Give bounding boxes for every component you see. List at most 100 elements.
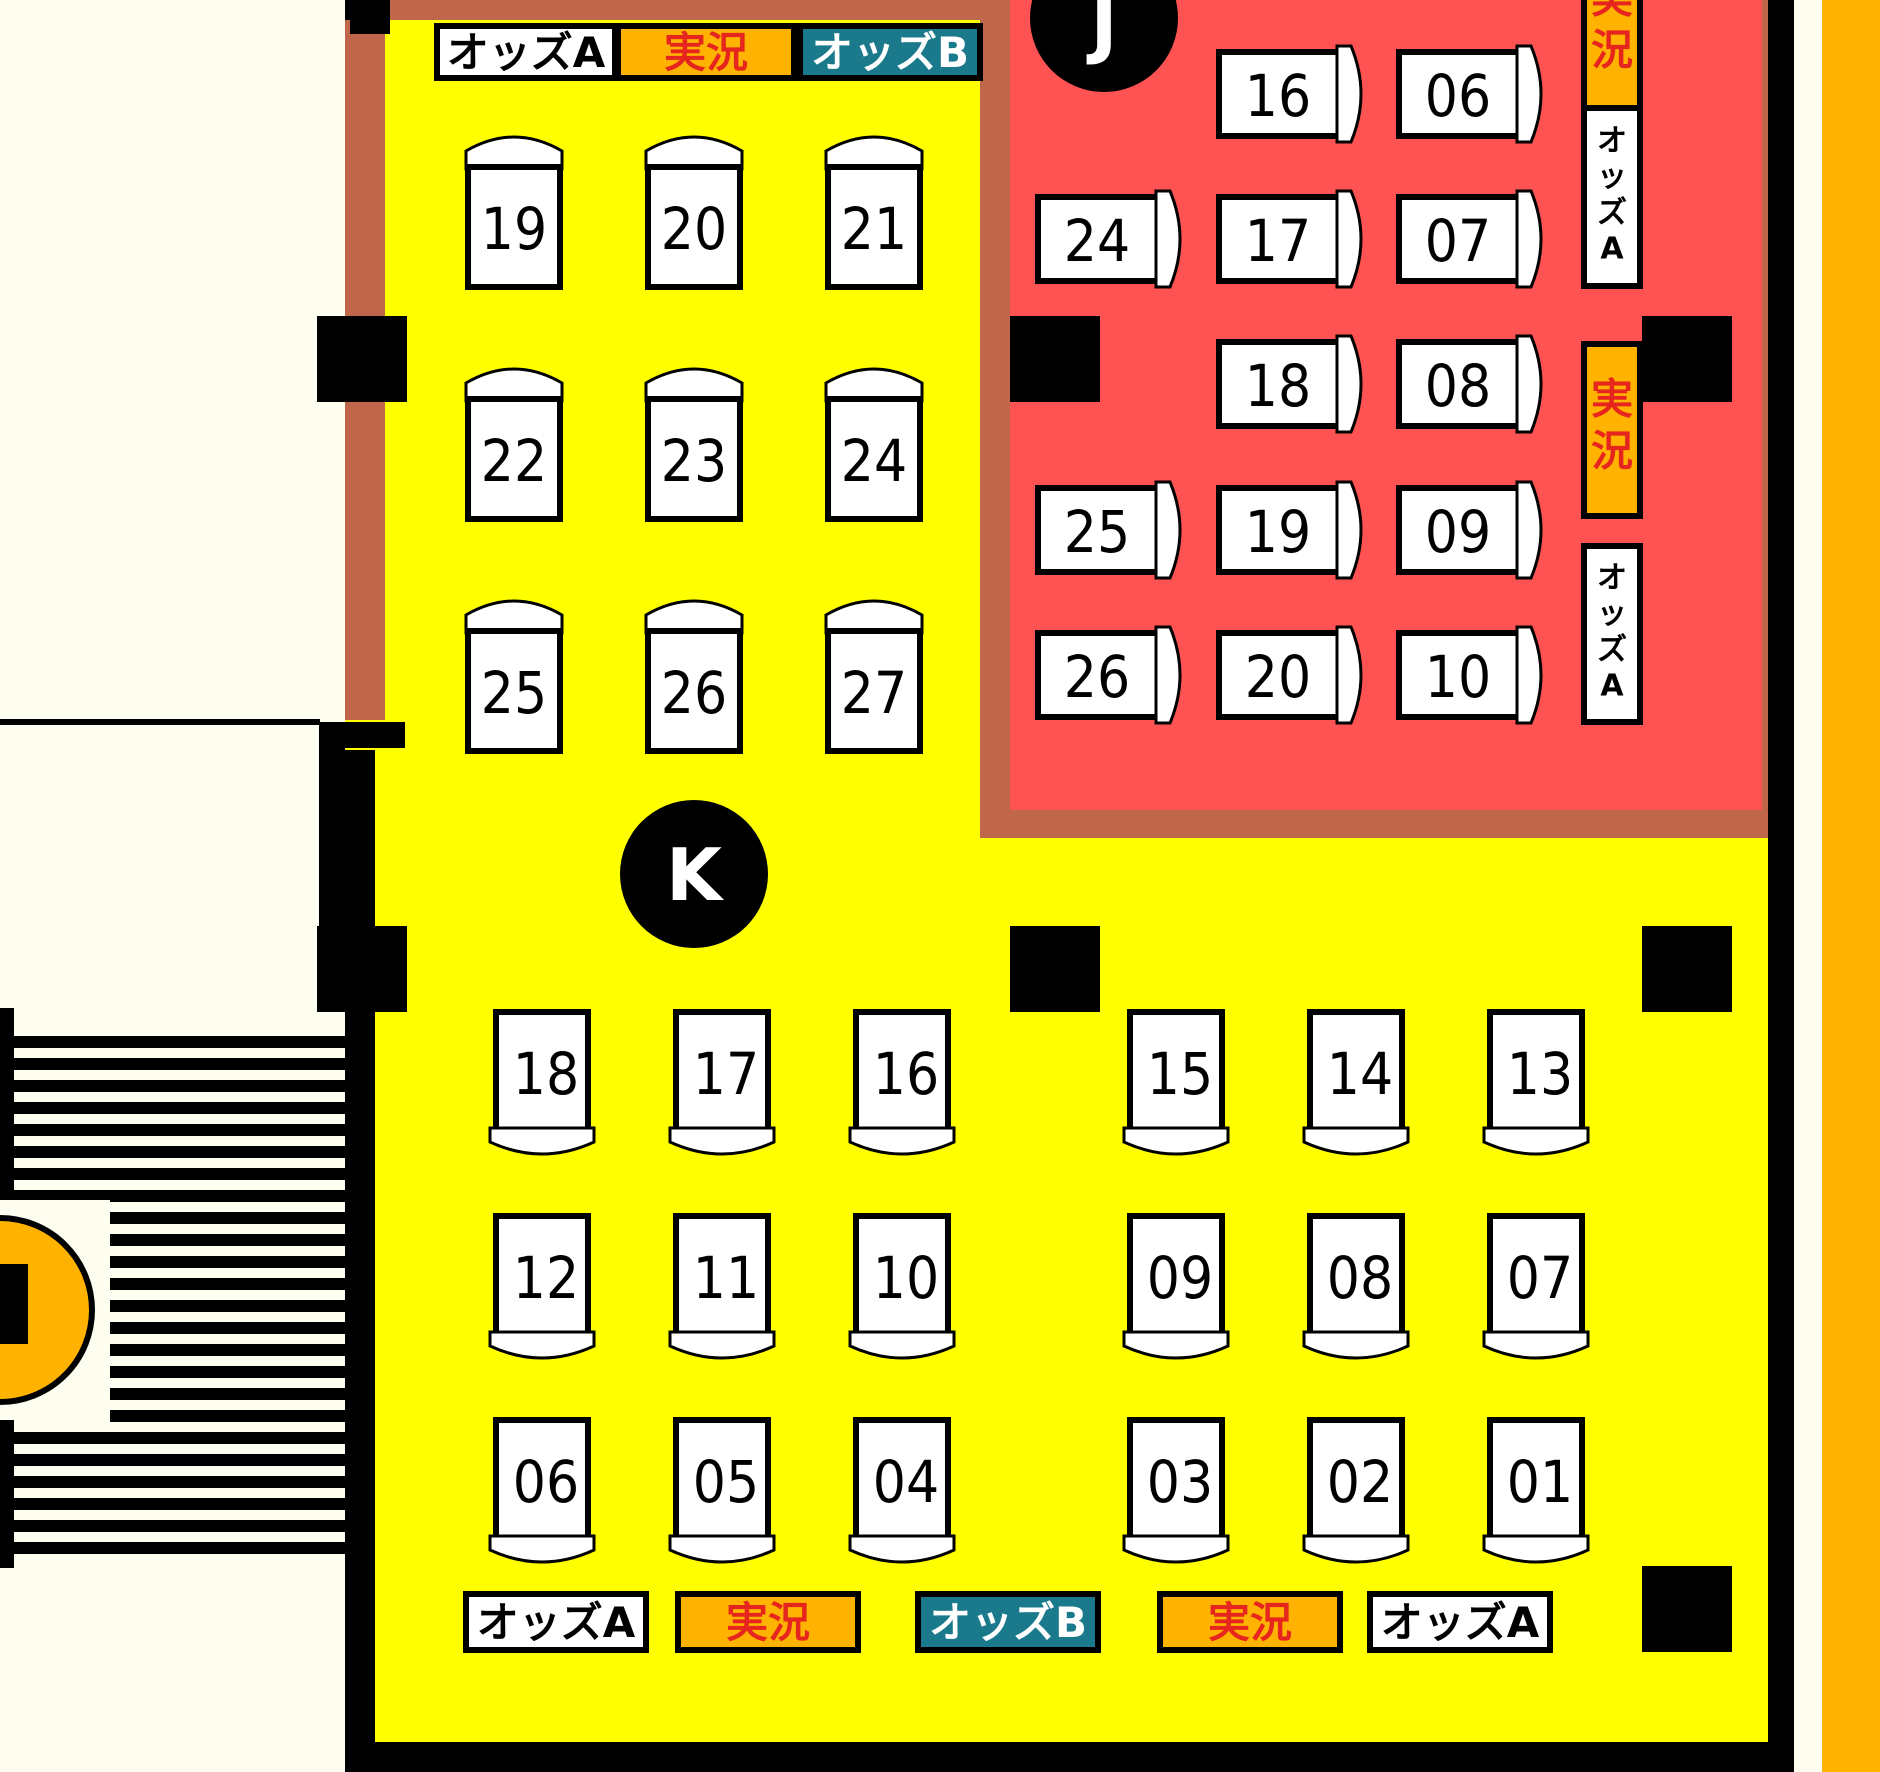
seat[interactable]: 09 (1396, 480, 1543, 580)
seat-number: 08 (1425, 352, 1491, 420)
stair-step (110, 1388, 345, 1400)
stair-step (110, 1234, 345, 1246)
chair-back (848, 1534, 956, 1564)
seat[interactable]: 08 (1302, 1213, 1410, 1360)
seat[interactable]: 13 (1482, 1009, 1590, 1156)
chair-back (1335, 480, 1363, 580)
stair-step (110, 1410, 345, 1422)
seat[interactable]: 08 (1396, 334, 1543, 434)
seat[interactable]: 01 (1482, 1417, 1590, 1564)
seat-number: 21 (841, 195, 907, 263)
seat-desk (1307, 1213, 1405, 1339)
seat-desk (465, 628, 563, 754)
odds-a-sign: オッズA (1367, 1591, 1553, 1653)
chair-back (1302, 1126, 1410, 1156)
seat[interactable]: 26 (644, 599, 744, 754)
right-orange-strip (1822, 0, 1880, 1772)
seat[interactable]: 16 (1216, 44, 1363, 144)
seat-desk (1127, 1213, 1225, 1339)
seat-number: 14 (1327, 1040, 1393, 1108)
seat-desk (1487, 1417, 1585, 1543)
seat[interactable]: 05 (668, 1417, 776, 1564)
seat[interactable]: 10 (848, 1213, 956, 1360)
zone-k-label: K (666, 833, 724, 917)
seat-number: 07 (1507, 1244, 1573, 1312)
seat[interactable]: 18 (1216, 334, 1363, 434)
seat[interactable]: 06 (1396, 44, 1543, 144)
seat[interactable]: 12 (488, 1213, 596, 1360)
chair-back (824, 135, 924, 171)
seat[interactable]: 16 (848, 1009, 956, 1156)
seat-desk (825, 396, 923, 522)
seat-number: 22 (481, 427, 547, 495)
seat[interactable]: 10 (1396, 625, 1543, 725)
chair-back (1122, 1126, 1230, 1156)
seat[interactable]: 11 (668, 1213, 776, 1360)
stair-step (14, 1432, 345, 1444)
chair-back (1122, 1330, 1230, 1360)
seat[interactable]: 07 (1482, 1213, 1590, 1360)
seat-number: 01 (1507, 1448, 1573, 1516)
seat-number: 17 (693, 1040, 759, 1108)
seat[interactable]: 24 (1035, 189, 1182, 289)
seat-desk (1216, 339, 1344, 429)
seat-number: 15 (1147, 1040, 1213, 1108)
seat-desk (493, 1009, 591, 1135)
chair-back (488, 1534, 596, 1564)
seat[interactable]: 20 (644, 135, 744, 290)
pillar (1010, 316, 1100, 402)
chair-back (1154, 480, 1182, 580)
seat-number: 20 (661, 195, 727, 263)
seat-number: 19 (1245, 498, 1311, 566)
seat[interactable]: 19 (464, 135, 564, 290)
seat-number: 25 (1064, 498, 1130, 566)
seat[interactable]: 20 (1216, 625, 1363, 725)
seat-number: 24 (841, 427, 907, 495)
seat-desk (853, 1213, 951, 1339)
seat-number: 23 (661, 427, 727, 495)
stair-step (110, 1278, 345, 1290)
seat-number: 09 (1147, 1244, 1213, 1312)
seat-desk (1487, 1213, 1585, 1339)
seat[interactable]: 17 (668, 1009, 776, 1156)
pillar (350, 0, 390, 34)
brown-border-top (385, 0, 985, 20)
seat[interactable]: 09 (1122, 1213, 1230, 1360)
seat[interactable]: 23 (644, 367, 744, 522)
seat[interactable]: 02 (1302, 1417, 1410, 1564)
seat[interactable]: 26 (1035, 625, 1182, 725)
seat[interactable]: 06 (488, 1417, 596, 1564)
seat-number: 18 (513, 1040, 579, 1108)
live-sign: 実況 (615, 23, 797, 81)
seat[interactable]: 15 (1122, 1009, 1230, 1156)
staircase (14, 1036, 345, 1554)
seat[interactable]: 25 (464, 599, 564, 754)
seat-desk (465, 396, 563, 522)
seat-desk (645, 628, 743, 754)
chair-back (488, 1126, 596, 1156)
seat-number: 25 (481, 659, 547, 727)
seat-number: 16 (873, 1040, 939, 1108)
seat[interactable]: 22 (464, 367, 564, 522)
seat[interactable]: 21 (824, 135, 924, 290)
odds-b-sign: オッズB (797, 23, 983, 81)
seat[interactable]: 19 (1216, 480, 1363, 580)
seat[interactable]: 17 (1216, 189, 1363, 289)
chair-back (1515, 625, 1543, 725)
pillar (317, 316, 407, 402)
seat-number: 24 (1064, 207, 1130, 275)
seat[interactable]: 18 (488, 1009, 596, 1156)
seat[interactable]: 25 (1035, 480, 1182, 580)
seat[interactable]: 14 (1302, 1009, 1410, 1156)
seat[interactable]: 03 (1122, 1417, 1230, 1564)
seat[interactable]: 07 (1396, 189, 1543, 289)
sign-label: オッズB (811, 28, 969, 77)
chair-back (464, 599, 564, 635)
seat[interactable]: 24 (824, 367, 924, 522)
live-sign: 実況 (1581, 0, 1643, 111)
wall-left-lower (345, 750, 375, 1772)
seat[interactable]: 27 (824, 599, 924, 754)
seat[interactable]: 04 (848, 1417, 956, 1564)
stair-step (14, 1520, 345, 1532)
